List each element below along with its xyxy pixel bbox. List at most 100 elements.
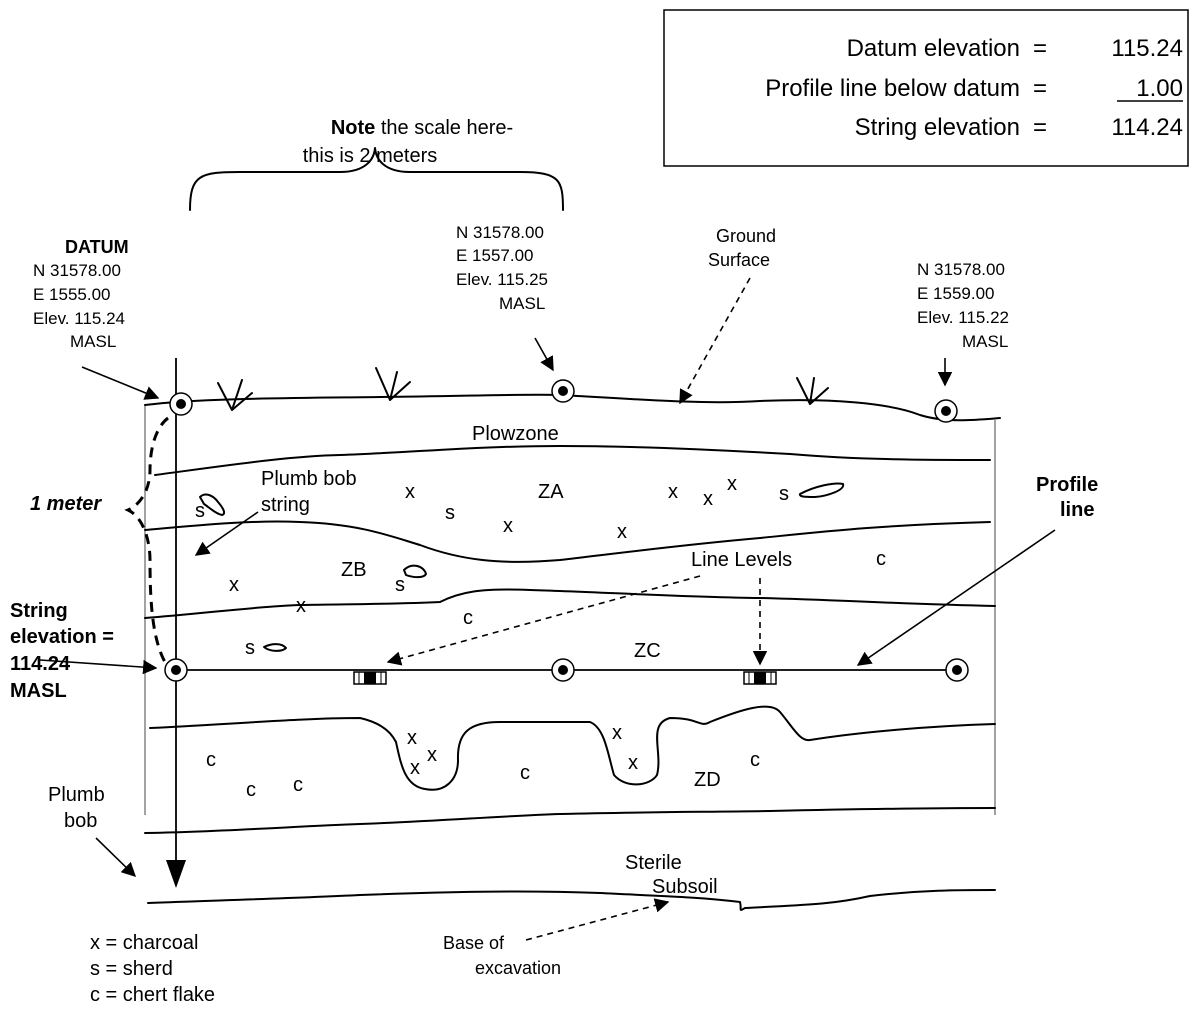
- right-point-elev: Elev. 115.22: [917, 308, 1009, 327]
- zd-base-line: [144, 807, 996, 834]
- datum-elevation-value: 115.24: [1111, 35, 1183, 62]
- one-meter-label: 1 meter: [30, 493, 102, 515]
- datum-nail-icon: [169, 392, 193, 416]
- string-elev-label-3: 114.24: [10, 653, 71, 675]
- string-elevation-label: String elevation: [855, 114, 1020, 141]
- datum-elev: Elev. 115.24: [33, 309, 125, 328]
- chert-mark: c: [293, 774, 303, 796]
- string-elev-arrow: [39, 659, 158, 675]
- sherd-mark: s: [195, 500, 205, 522]
- base-label-2: excavation: [475, 958, 561, 978]
- line-levels-label: Line Levels: [691, 549, 792, 571]
- equals-sign: =: [1033, 35, 1047, 62]
- zone-zb-label: ZB: [341, 559, 367, 581]
- plumb-bob-label-1: Plumb: [48, 784, 105, 806]
- zone-za-label: ZA: [538, 481, 564, 503]
- sherd-shape: [263, 643, 287, 652]
- ground-surface-line: [144, 393, 1001, 422]
- line-levels-arrow-left: [386, 575, 701, 666]
- datum-title: DATUM: [65, 237, 129, 257]
- scale-note-line2: this is 2 meters: [303, 145, 437, 167]
- chert-mark: c: [520, 762, 530, 784]
- sherd-mark: s: [445, 502, 455, 524]
- equals-sign: =: [1033, 75, 1047, 102]
- artifact-symbols: x s x x x x x s s c x s x c s x x x x x …: [195, 473, 886, 801]
- ground-surface-label-2: Surface: [708, 250, 770, 270]
- charcoal-mark: x: [410, 757, 420, 779]
- datum-north: N 31578.00: [33, 261, 121, 280]
- excavation-base-line: [147, 889, 996, 911]
- profile-line-arrow: [856, 529, 1056, 666]
- charcoal-mark: x: [727, 473, 737, 495]
- string-nail-mid-icon: [551, 658, 575, 682]
- mid-point-arrow: [534, 337, 554, 372]
- sherd-mark: s: [779, 483, 789, 505]
- string-elev-label-1: String: [10, 600, 68, 622]
- profile-line-label-2: line: [1060, 499, 1094, 521]
- profile-line-label-1: Profile: [1036, 474, 1098, 496]
- plant-icon: [217, 379, 253, 411]
- plumb-string-label-2: string: [261, 494, 310, 516]
- right-point-north: N 31578.00: [917, 260, 1005, 279]
- plumb-bob-arrow: [95, 837, 137, 878]
- zone-subsoil-label-1: Sterile: [625, 852, 682, 874]
- charcoal-mark: x: [612, 722, 622, 744]
- datum-arrow: [81, 366, 160, 400]
- plumb-bob-label-2: bob: [64, 810, 97, 832]
- chert-mark: c: [750, 749, 760, 771]
- zone-subsoil-label-2: Subsoil: [652, 876, 718, 898]
- mid-point-elev: Elev. 115.25: [456, 270, 548, 289]
- base-label-1: Base of: [443, 933, 505, 953]
- charcoal-mark: x: [668, 481, 678, 503]
- sherd-shape: [199, 493, 226, 516]
- datum-east: E 1555.00: [33, 285, 111, 304]
- charcoal-mark: x: [427, 744, 437, 766]
- string-elev-label-2: elevation =: [10, 626, 114, 648]
- sherd-mark: s: [395, 574, 405, 596]
- sherd-shape: [403, 564, 427, 579]
- scale-brace: [189, 147, 564, 211]
- mid-point-north: N 31578.00: [456, 223, 544, 242]
- charcoal-mark: x: [617, 521, 627, 543]
- charcoal-mark: x: [503, 515, 513, 537]
- mid-point-east: E 1557.00: [456, 246, 534, 265]
- chert-mark: c: [206, 749, 216, 771]
- zone-zd-label: ZD: [694, 769, 721, 791]
- plumb-string-arrow: [194, 511, 259, 556]
- equals-sign: =: [1033, 114, 1047, 141]
- line-level-left-icon: [353, 671, 387, 685]
- right-point-east: E 1559.00: [917, 284, 995, 303]
- zone-plowzone-label: Plowzone: [472, 423, 559, 445]
- legend-chert: c = chert flake: [90, 984, 215, 1006]
- ground-surface-arrow: [679, 277, 751, 405]
- datum-elevation-label: Datum elevation: [847, 35, 1020, 62]
- right-nail-icon: [934, 399, 958, 423]
- base-arrow: [525, 898, 670, 941]
- zb-base-line: [144, 588, 996, 619]
- charcoal-mark: x: [703, 488, 713, 510]
- charcoal-mark: x: [628, 752, 638, 774]
- legend-sherd: s = sherd: [90, 958, 173, 980]
- elevation-box: [663, 9, 1189, 167]
- charcoal-mark: x: [229, 574, 239, 596]
- chert-mark: c: [876, 548, 886, 570]
- line-level-right-icon: [743, 671, 777, 685]
- charcoal-mark: x: [296, 595, 306, 617]
- zone-zc-label: ZC: [634, 640, 661, 662]
- plumb-bob-icon: [166, 860, 186, 888]
- mid-point-unit: MASL: [499, 294, 545, 313]
- string-elev-label-4: MASL: [10, 680, 67, 702]
- plant-icon: [796, 377, 829, 405]
- legend-charcoal: x = charcoal: [90, 932, 198, 954]
- charcoal-mark: x: [405, 481, 415, 503]
- one-meter-brace: [124, 416, 169, 665]
- charcoal-mark: x: [407, 727, 417, 749]
- plumb-string-label-1: Plumb bob: [261, 468, 357, 490]
- right-point-unit: MASL: [962, 332, 1008, 351]
- sherd-shape: [798, 482, 845, 498]
- plowzone-base-line: [154, 445, 991, 476]
- profile-below-datum-label: Profile line below datum: [765, 75, 1020, 102]
- zc-base-line: [149, 705, 996, 791]
